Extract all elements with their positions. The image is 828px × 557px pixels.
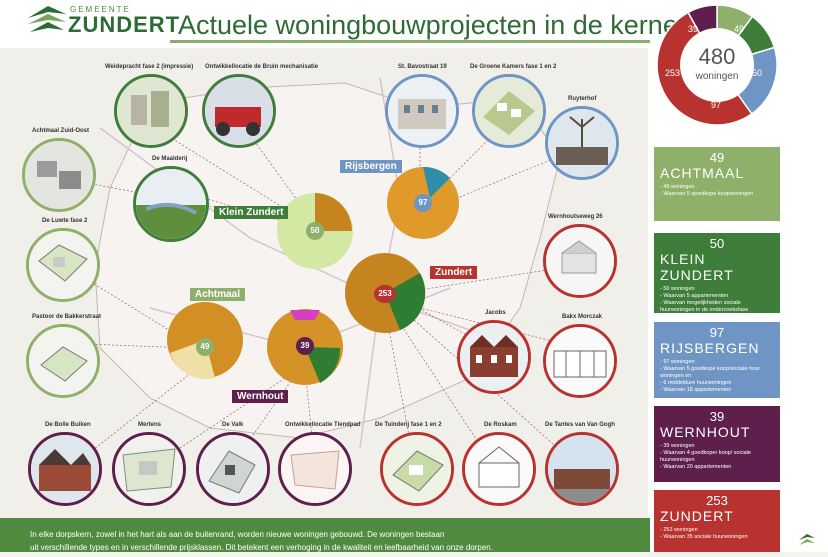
project-image-st-bavostraat	[385, 74, 459, 148]
kern-detail: Waarvan 20 appartementen	[660, 464, 774, 471]
project-label-roskam: De Roskam	[484, 422, 517, 428]
kern-count: 49	[709, 150, 725, 165]
project-image-pastoor	[26, 324, 100, 398]
kern-detail: Waarvan 5 appartementen	[660, 293, 774, 300]
project-label-st-bavostraat: St. Bavostraat 19	[398, 64, 447, 70]
project-label-groene-kamers: De Groene Kamers fase 1 en 2	[470, 64, 557, 70]
kern-name: ACHTMAAL	[660, 165, 745, 181]
kern-detail: Waarvan 4 goedkoper koop/ sociale huurwo…	[660, 450, 774, 464]
title-underline	[170, 40, 650, 43]
kern-count: 253	[706, 493, 728, 508]
kern-detail: 39 woningen	[660, 443, 774, 450]
kern-card-klein-zundert: 50 KLEIN ZUNDERT 50 woningenWaarvan 5 ap…	[654, 233, 780, 313]
kern-detail: 97 woningen	[660, 359, 774, 366]
project-label-achtmaal-zuid-oost: Achtmaal Zuid-Oost	[32, 128, 90, 134]
project-image-de-bruin	[202, 74, 276, 148]
project-image-jacobs	[457, 320, 531, 394]
project-image-achtmaal-zuid-oost	[22, 138, 96, 212]
map-count-wernhout: 39	[296, 337, 314, 355]
map-count-klein-zundert: 50	[306, 222, 324, 240]
kern-count: 39	[709, 409, 725, 424]
kern-card-wernhout: 39 WERNHOUT 39 woningenWaarvan 4 goedkop…	[654, 406, 780, 482]
total-unit: woningen	[695, 71, 739, 82]
kern-card-rijsbergen: 97 RIJSBERGEN 97 woningenWaarvan 5 goedk…	[654, 322, 780, 398]
logo-name-text: ZUNDERT	[68, 12, 181, 37]
kern-count: 97	[709, 325, 725, 340]
kern-card-zundert: 253 ZUNDERT 253 woningenWaarvan 35 socia…	[654, 490, 780, 552]
kern-detail: Waarvan 5 sjoedkope koopwoningen	[660, 191, 774, 198]
total-count: 480	[698, 44, 736, 69]
map-area: Rijsbergen Klein Zundert Zundert Achtmaa…	[0, 48, 648, 518]
project-label-weidepracht: Weidepracht fase 2 (impressie)	[105, 64, 194, 70]
project-label-tiendpad: Ontwikkellocatie Tiendpad	[285, 422, 361, 428]
project-image-mertens	[112, 432, 186, 506]
kern-detail: Waarvan mogelijkheden sociale huurwoning…	[660, 300, 774, 314]
kern-detail: 50 woningen	[660, 286, 774, 293]
footer-logo-icon	[796, 530, 818, 552]
project-image-maalderij	[133, 166, 209, 242]
kern-detail: 253 woningen	[660, 527, 774, 534]
footer-text-line-1: In elke dorpskern, zowel in het hart als…	[30, 530, 445, 539]
project-image-wernhoutseweg	[543, 224, 617, 298]
donut-label-97: 97	[711, 100, 722, 110]
logo-gemeente-text: GEMEENTE	[70, 5, 131, 14]
project-label-maalderij: De Maalderij	[152, 156, 188, 162]
donut-label-49: 49	[734, 24, 745, 34]
project-image-ruyterhof	[545, 106, 619, 180]
project-label-bakx: Bakx Morczak	[562, 314, 603, 320]
map-label-achtmaal: Achtmaal	[190, 288, 246, 301]
project-image-bakx	[543, 324, 617, 398]
total-donut-chart	[656, 4, 778, 126]
project-label-ruyterhof: Ruyterhof	[568, 96, 597, 102]
kern-name: RIJSBERGEN	[660, 340, 760, 356]
map-label-zundert: Zundert	[430, 266, 478, 279]
project-image-tuinderij	[380, 432, 454, 506]
donut-label-39: 39	[688, 24, 699, 34]
project-label-mertens: Mertens	[138, 422, 162, 428]
project-label-tantes: De Tantes van Van Gogh	[545, 422, 615, 428]
footer-text-line-2: uit verschillende types en in verschille…	[30, 543, 493, 552]
project-label-de-luwte: De Luwte fase 2	[42, 218, 88, 224]
project-label-jacobs: Jacobs	[485, 310, 506, 316]
gemeente-logo-icon	[28, 6, 66, 32]
project-label-tuinderij: De Tuinderij fase 1 en 2	[375, 422, 442, 428]
project-label-wernhoutseweg: Wernhoutseweg 26	[548, 214, 603, 220]
project-image-de-valk	[196, 432, 270, 506]
project-label-pastoor: Pastoor de Bakkerstraat	[32, 314, 102, 320]
map-count-achtmaal: 49	[196, 338, 214, 356]
project-image-de-luwte	[26, 228, 100, 302]
kern-detail: Waarvan 18 appartementen	[660, 387, 774, 394]
kern-detail: 49 woningen	[660, 184, 774, 191]
kern-detail: Waarvan 5 goedkope koop/sociale hour won…	[660, 366, 774, 380]
map-count-rijsbergen: 97	[414, 194, 432, 212]
donut-label-253: 253	[665, 68, 681, 78]
project-image-bolle-buiken	[28, 432, 102, 506]
project-image-weidepracht	[114, 74, 188, 148]
kern-name: ZUNDERT	[660, 508, 734, 524]
kern-name: WERNHOUT	[660, 424, 751, 440]
project-image-roskam	[462, 432, 536, 506]
page-title: Actuele woningbouwprojecten in de kernen	[178, 10, 693, 40]
project-image-groene-kamers	[472, 74, 546, 148]
donut-label-50: 50	[752, 68, 763, 78]
project-image-tiendpad	[278, 432, 352, 506]
map-label-klein-zundert: Klein Zundert	[214, 206, 289, 219]
project-image-tantes	[545, 432, 619, 506]
kern-name: KLEIN ZUNDERT	[660, 251, 734, 283]
project-label-bolle-buiken: De Bolle Buiken	[45, 422, 91, 428]
kern-detail: Waarvan 35 sociale huurwoningen	[660, 534, 774, 541]
kern-detail: 6 middeldure huurwoningen	[660, 380, 774, 387]
footer: In elke dorpskern, zowel in het hart als…	[0, 518, 650, 552]
project-label-de-bruin: Ontwikkellocatie de Bruin mechanisatie	[205, 64, 319, 70]
kern-card-achtmaal: 49 ACHTMAAL 49 woningenWaarvan 5 sjoedko…	[654, 147, 780, 221]
kern-count: 50	[709, 236, 725, 251]
map-count-zundert: 253	[374, 285, 396, 303]
map-label-wernhout: Wernhout	[232, 390, 289, 403]
project-label-de-valk: De Valk	[222, 422, 244, 428]
map-label-rijsbergen: Rijsbergen	[340, 160, 402, 173]
